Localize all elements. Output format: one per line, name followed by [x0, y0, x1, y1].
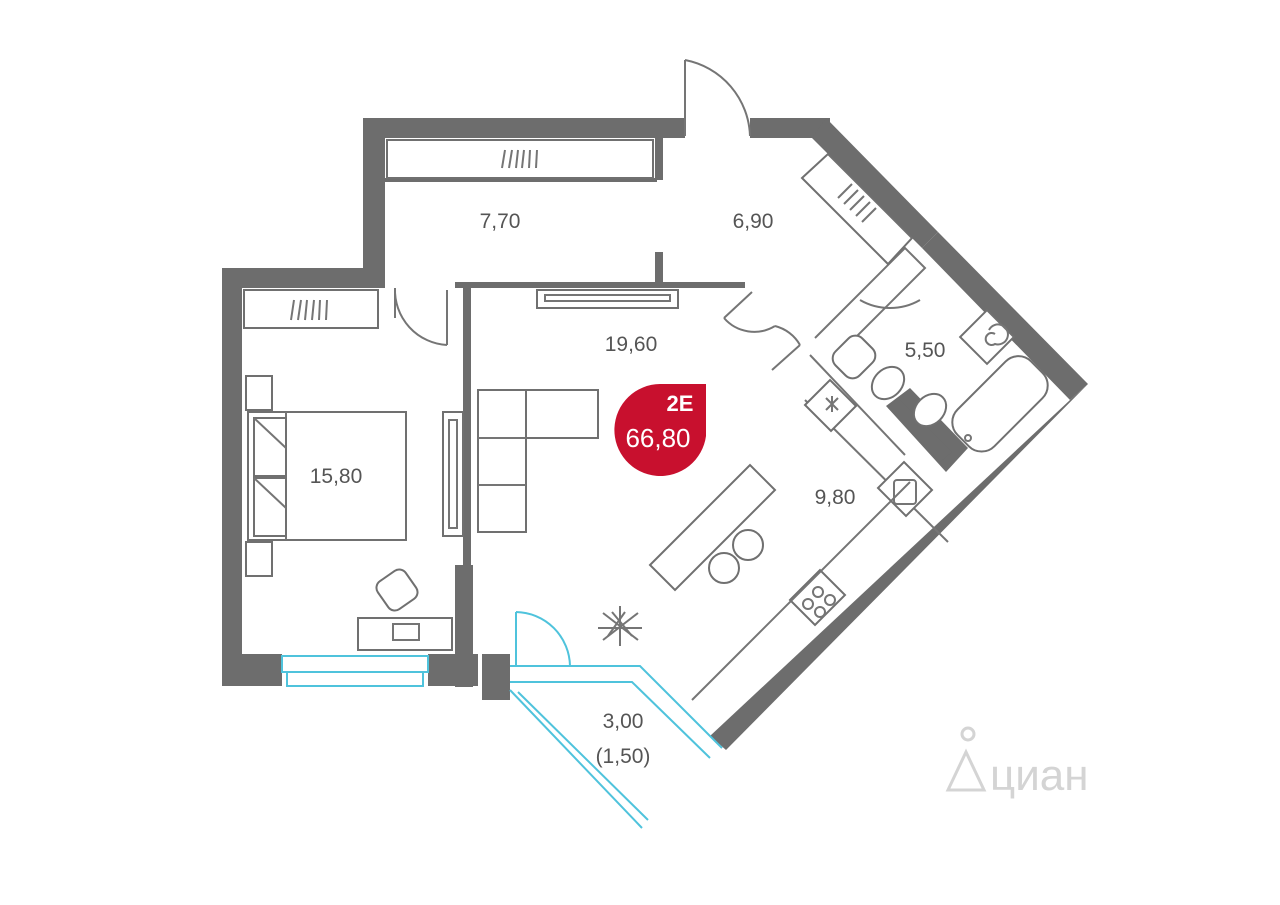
room-area-bathroom: 5,50 [905, 339, 946, 362]
cian-logo-icon [945, 726, 987, 792]
room-area-hall-left: 7,70 [480, 210, 521, 233]
walls [222, 118, 1088, 750]
kitchen [691, 378, 934, 701]
bedroom-furniture [245, 375, 453, 651]
room-area-bedroom: 15,80 [310, 465, 363, 488]
watermark-text: циан [990, 751, 1089, 800]
room-area-hall-right: 6,90 [733, 210, 774, 233]
armchair-icon [375, 568, 419, 612]
wardrobes [243, 139, 914, 329]
plant-icon [598, 606, 642, 646]
bathroom-fixtures [831, 308, 1049, 453]
living-furniture [442, 289, 777, 646]
room-area-balcony-reduced: (1,50) [596, 745, 651, 768]
apartment-badge: 2E 66,80 [614, 384, 706, 476]
badge-shape [614, 384, 706, 476]
room-labels: 7,70 6,90 15,80 19,60 9,80 5,50 3,00 (1,… [310, 210, 946, 768]
glazing [281, 611, 723, 829]
apartment-total-area: 66,80 [625, 423, 690, 453]
snowflake-icon [825, 396, 839, 412]
apartment-type: 2E [667, 391, 694, 416]
room-area-kitchen: 9,80 [815, 486, 856, 509]
room-area-living: 19,60 [605, 333, 658, 356]
doors [393, 59, 921, 371]
watermark: циан [945, 726, 1089, 800]
room-area-balcony: 3,00 [603, 710, 644, 733]
